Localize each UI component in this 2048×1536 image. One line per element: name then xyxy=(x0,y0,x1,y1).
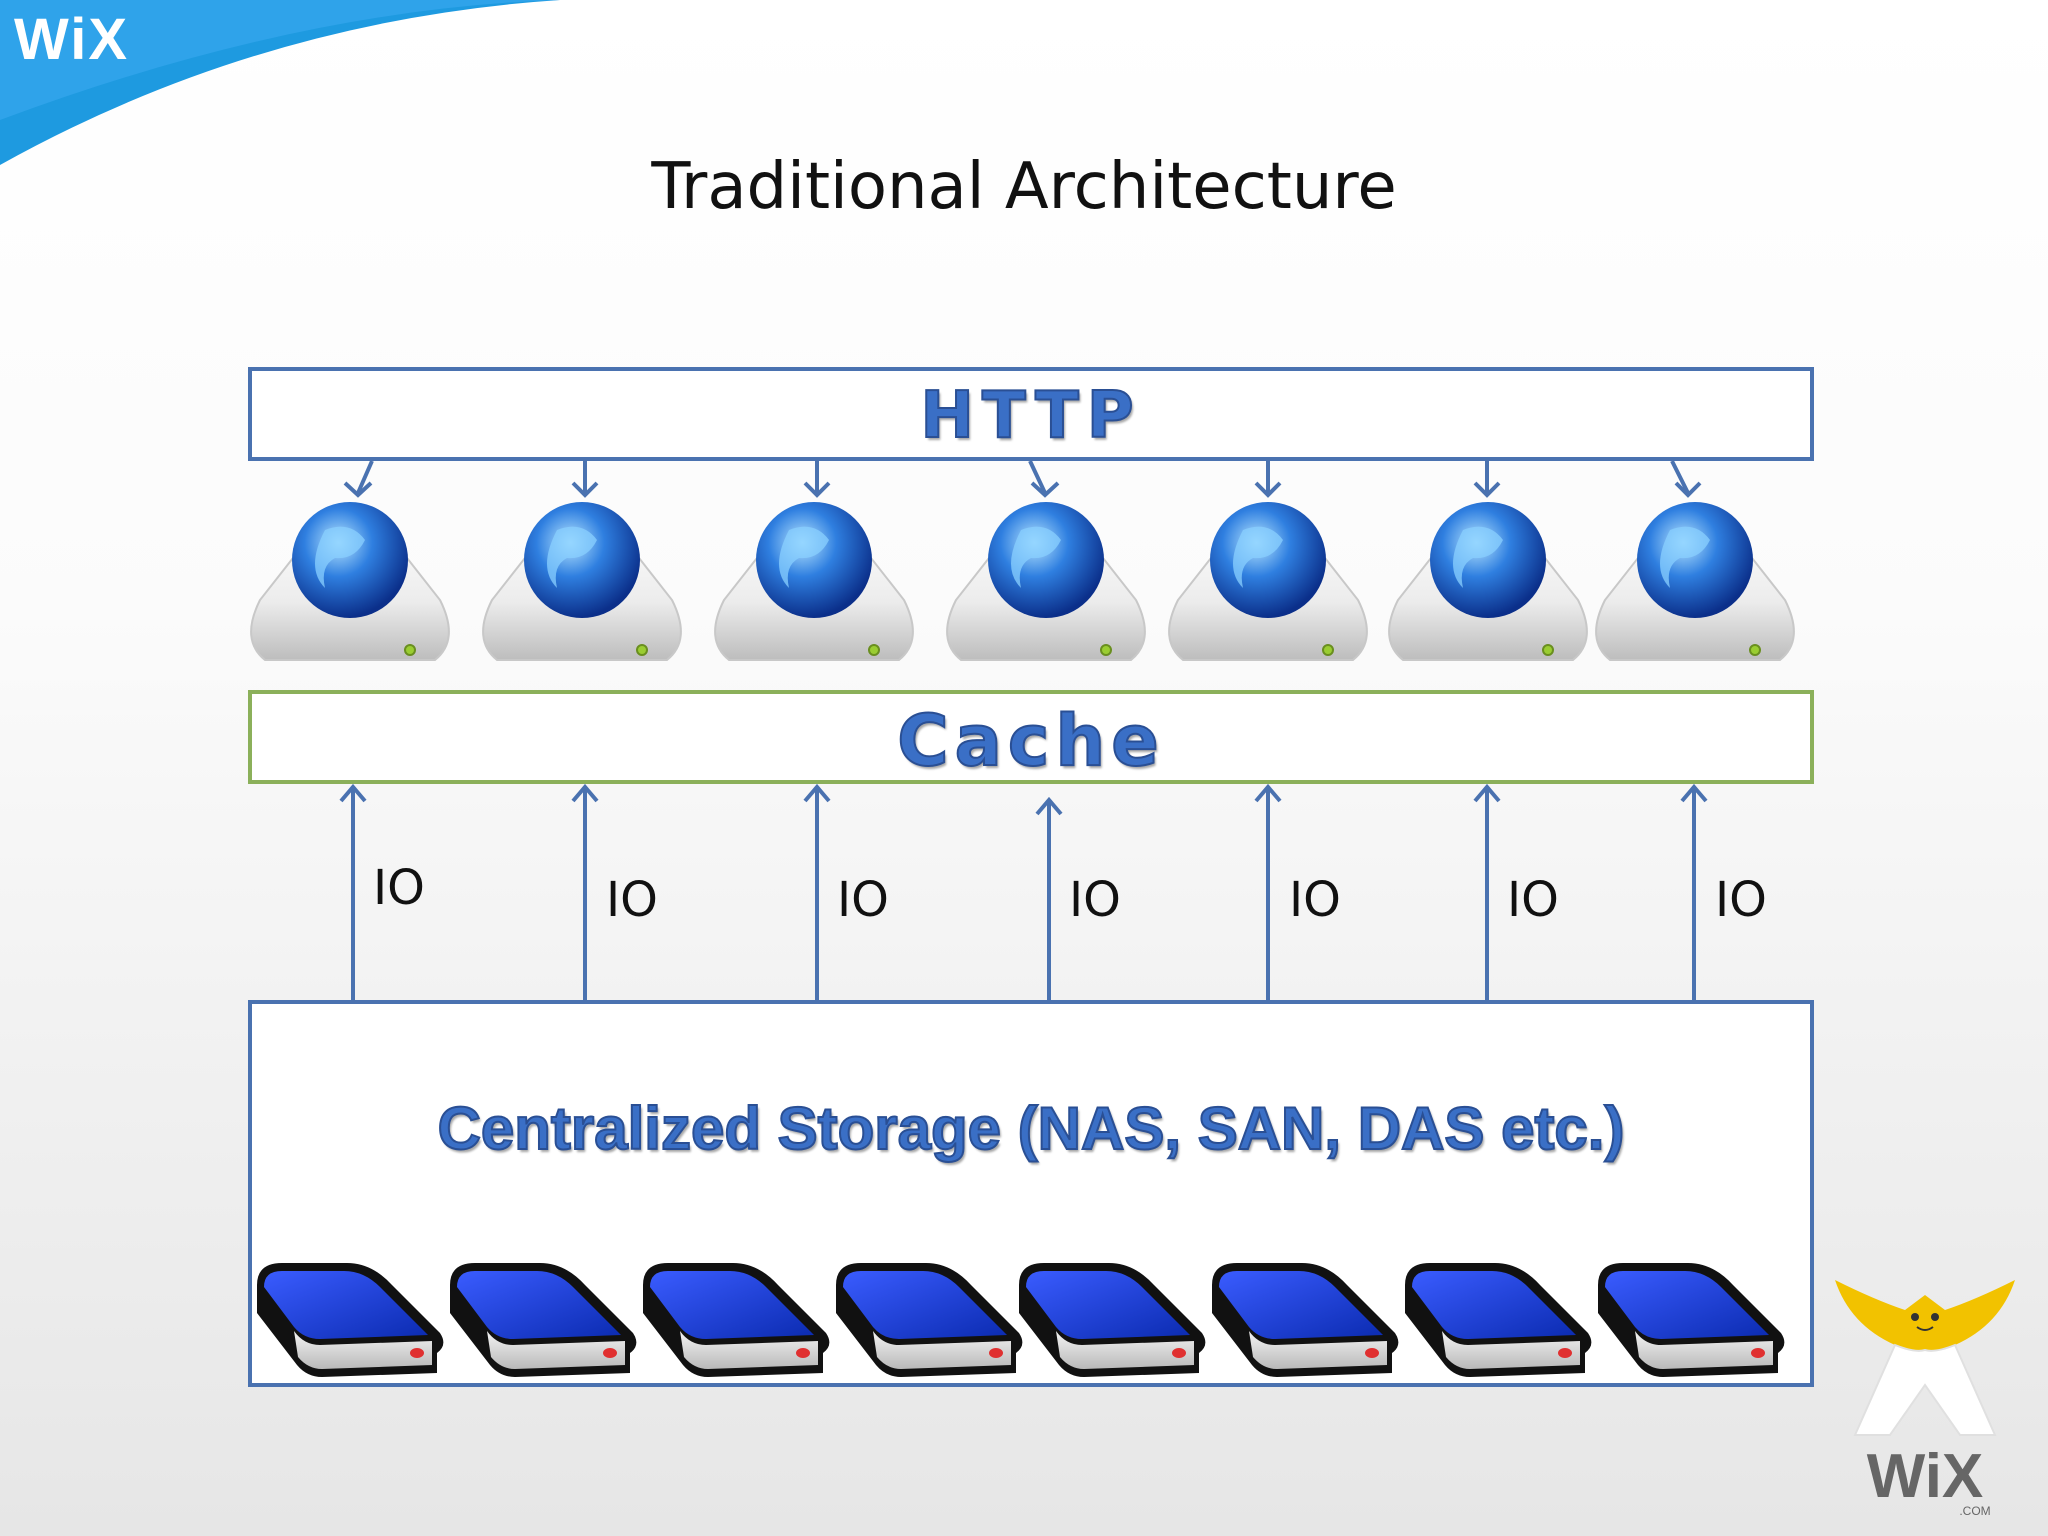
globe-server-icon xyxy=(946,502,1146,661)
io-label: IO xyxy=(1289,872,1341,928)
io-label: IO xyxy=(373,860,425,916)
slide-title: Traditional Architecture xyxy=(651,150,1397,224)
arrow-icon xyxy=(1670,460,1690,494)
globe-server-icon xyxy=(250,502,450,661)
io-label: IO xyxy=(1507,872,1559,928)
storage-label: Centralized Storage (NAS, SAN, DAS etc.) xyxy=(437,1094,1626,1163)
http-box: HTTP xyxy=(248,367,1814,461)
wix-logo-corner-sub: .COM xyxy=(1959,1504,1990,1518)
hard-drive-icon xyxy=(257,1263,444,1377)
http-label: HTTP xyxy=(919,378,1142,454)
wix-mascot-logo: WiX .COM xyxy=(1835,1280,2015,1518)
cache-box: Cache xyxy=(248,690,1814,784)
arrow-icon xyxy=(356,460,374,494)
wix-swoosh-banner xyxy=(0,0,560,165)
globe-server-icon xyxy=(482,502,682,661)
globe-server-icon xyxy=(1168,502,1368,661)
io-label: IO xyxy=(1069,872,1121,928)
wix-logo-top: WiX xyxy=(14,7,130,72)
io-label: IO xyxy=(606,872,658,928)
cache-label: Cache xyxy=(896,699,1165,783)
globe-server-icon xyxy=(714,502,914,661)
io-label: IO xyxy=(1715,872,1767,928)
globe-server-icon xyxy=(1595,502,1795,661)
arrow-icon xyxy=(1028,460,1047,494)
io-label: IO xyxy=(837,872,889,928)
wix-logo-corner: WiX xyxy=(1867,1442,1984,1511)
globe-server-icon xyxy=(1388,502,1588,661)
server-row xyxy=(250,502,1795,661)
disk-row xyxy=(257,1263,1785,1377)
